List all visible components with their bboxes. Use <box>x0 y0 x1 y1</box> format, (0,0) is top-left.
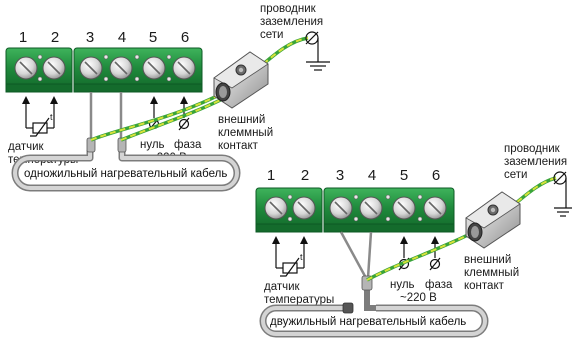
svg-text:t: t <box>300 252 303 262</box>
top-terminal-number-5: 5 <box>149 29 157 46</box>
bottom-temperature-sensor: t <box>272 236 308 277</box>
top-temperature-sensor: t <box>22 96 58 137</box>
bottom-cable-label: двужильный нагревательный кабель <box>270 316 466 328</box>
top-cable-label: одножильный нагревательный кабель <box>24 168 227 180</box>
bottom-external-contact-label-3: контакт <box>464 280 505 292</box>
svg-text:t: t <box>50 112 53 122</box>
bottom-diagram: 1 2 3 4 5 6 <box>255 143 572 338</box>
bottom-terminal-block-left <box>255 187 323 233</box>
top-phase-label: фаза <box>174 139 202 151</box>
top-external-contact-label-1: внешний <box>218 114 265 126</box>
top-external-contact-label-3: контакт <box>218 140 259 152</box>
bottom-terminal-number-6: 6 <box>432 167 440 184</box>
bottom-terminal-number-1: 1 <box>267 167 275 184</box>
top-terminal-number-2: 2 <box>51 29 59 46</box>
top-neutral-label: нуль <box>140 139 165 151</box>
bottom-terminal-number-4: 4 <box>368 167 376 184</box>
bottom-terminal-block-right <box>323 187 455 233</box>
top-terminal-number-4: 4 <box>118 29 126 46</box>
top-terminal-number-3: 3 <box>86 29 94 46</box>
bottom-voltage-label: ~220 В <box>400 292 437 304</box>
top-ground-label-2: заземления <box>260 16 323 28</box>
bottom-ground-label-1: проводник <box>504 143 561 155</box>
bottom-ground-label-2: заземления <box>504 156 567 168</box>
bottom-external-contact-label-2: клеммный <box>464 267 519 279</box>
bottom-terminal-number-3: 3 <box>336 167 344 184</box>
bottom-sensor-label-1: датчик <box>264 281 301 293</box>
top-diagram: 1 2 3 4 5 6 <box>5 3 330 192</box>
top-ground-symbol <box>305 31 330 71</box>
top-sensor-label-1: датчик <box>8 141 45 153</box>
bottom-heating-cable <box>259 231 489 338</box>
bottom-neutral-label: нуль <box>390 279 415 291</box>
bottom-terminal-number-2: 2 <box>301 167 309 184</box>
bottom-power-arrows <box>398 236 441 271</box>
bottom-sensor-label-2: температуры <box>264 294 334 306</box>
bottom-external-contact-label-1: внешний <box>464 254 511 266</box>
bottom-ground-symbol <box>553 171 572 217</box>
top-ground-label-1: проводник <box>260 3 317 15</box>
top-ground-label-3: сети <box>260 29 283 41</box>
bottom-external-clamp <box>465 191 521 249</box>
top-power-arrows <box>148 96 190 131</box>
top-terminal-number-1: 1 <box>19 29 27 46</box>
bottom-phase-label: фаза <box>425 279 453 291</box>
top-external-contact-label-2: клеммный <box>218 127 273 139</box>
top-terminal-number-6: 6 <box>181 29 189 46</box>
bottom-terminal-number-5: 5 <box>400 167 408 184</box>
top-external-clamp <box>213 51 269 109</box>
bottom-ground-label-3: сети <box>504 169 527 181</box>
top-heating-cable <box>11 92 241 192</box>
top-terminal-block-left <box>5 47 73 93</box>
top-terminal-block-right <box>73 47 203 93</box>
